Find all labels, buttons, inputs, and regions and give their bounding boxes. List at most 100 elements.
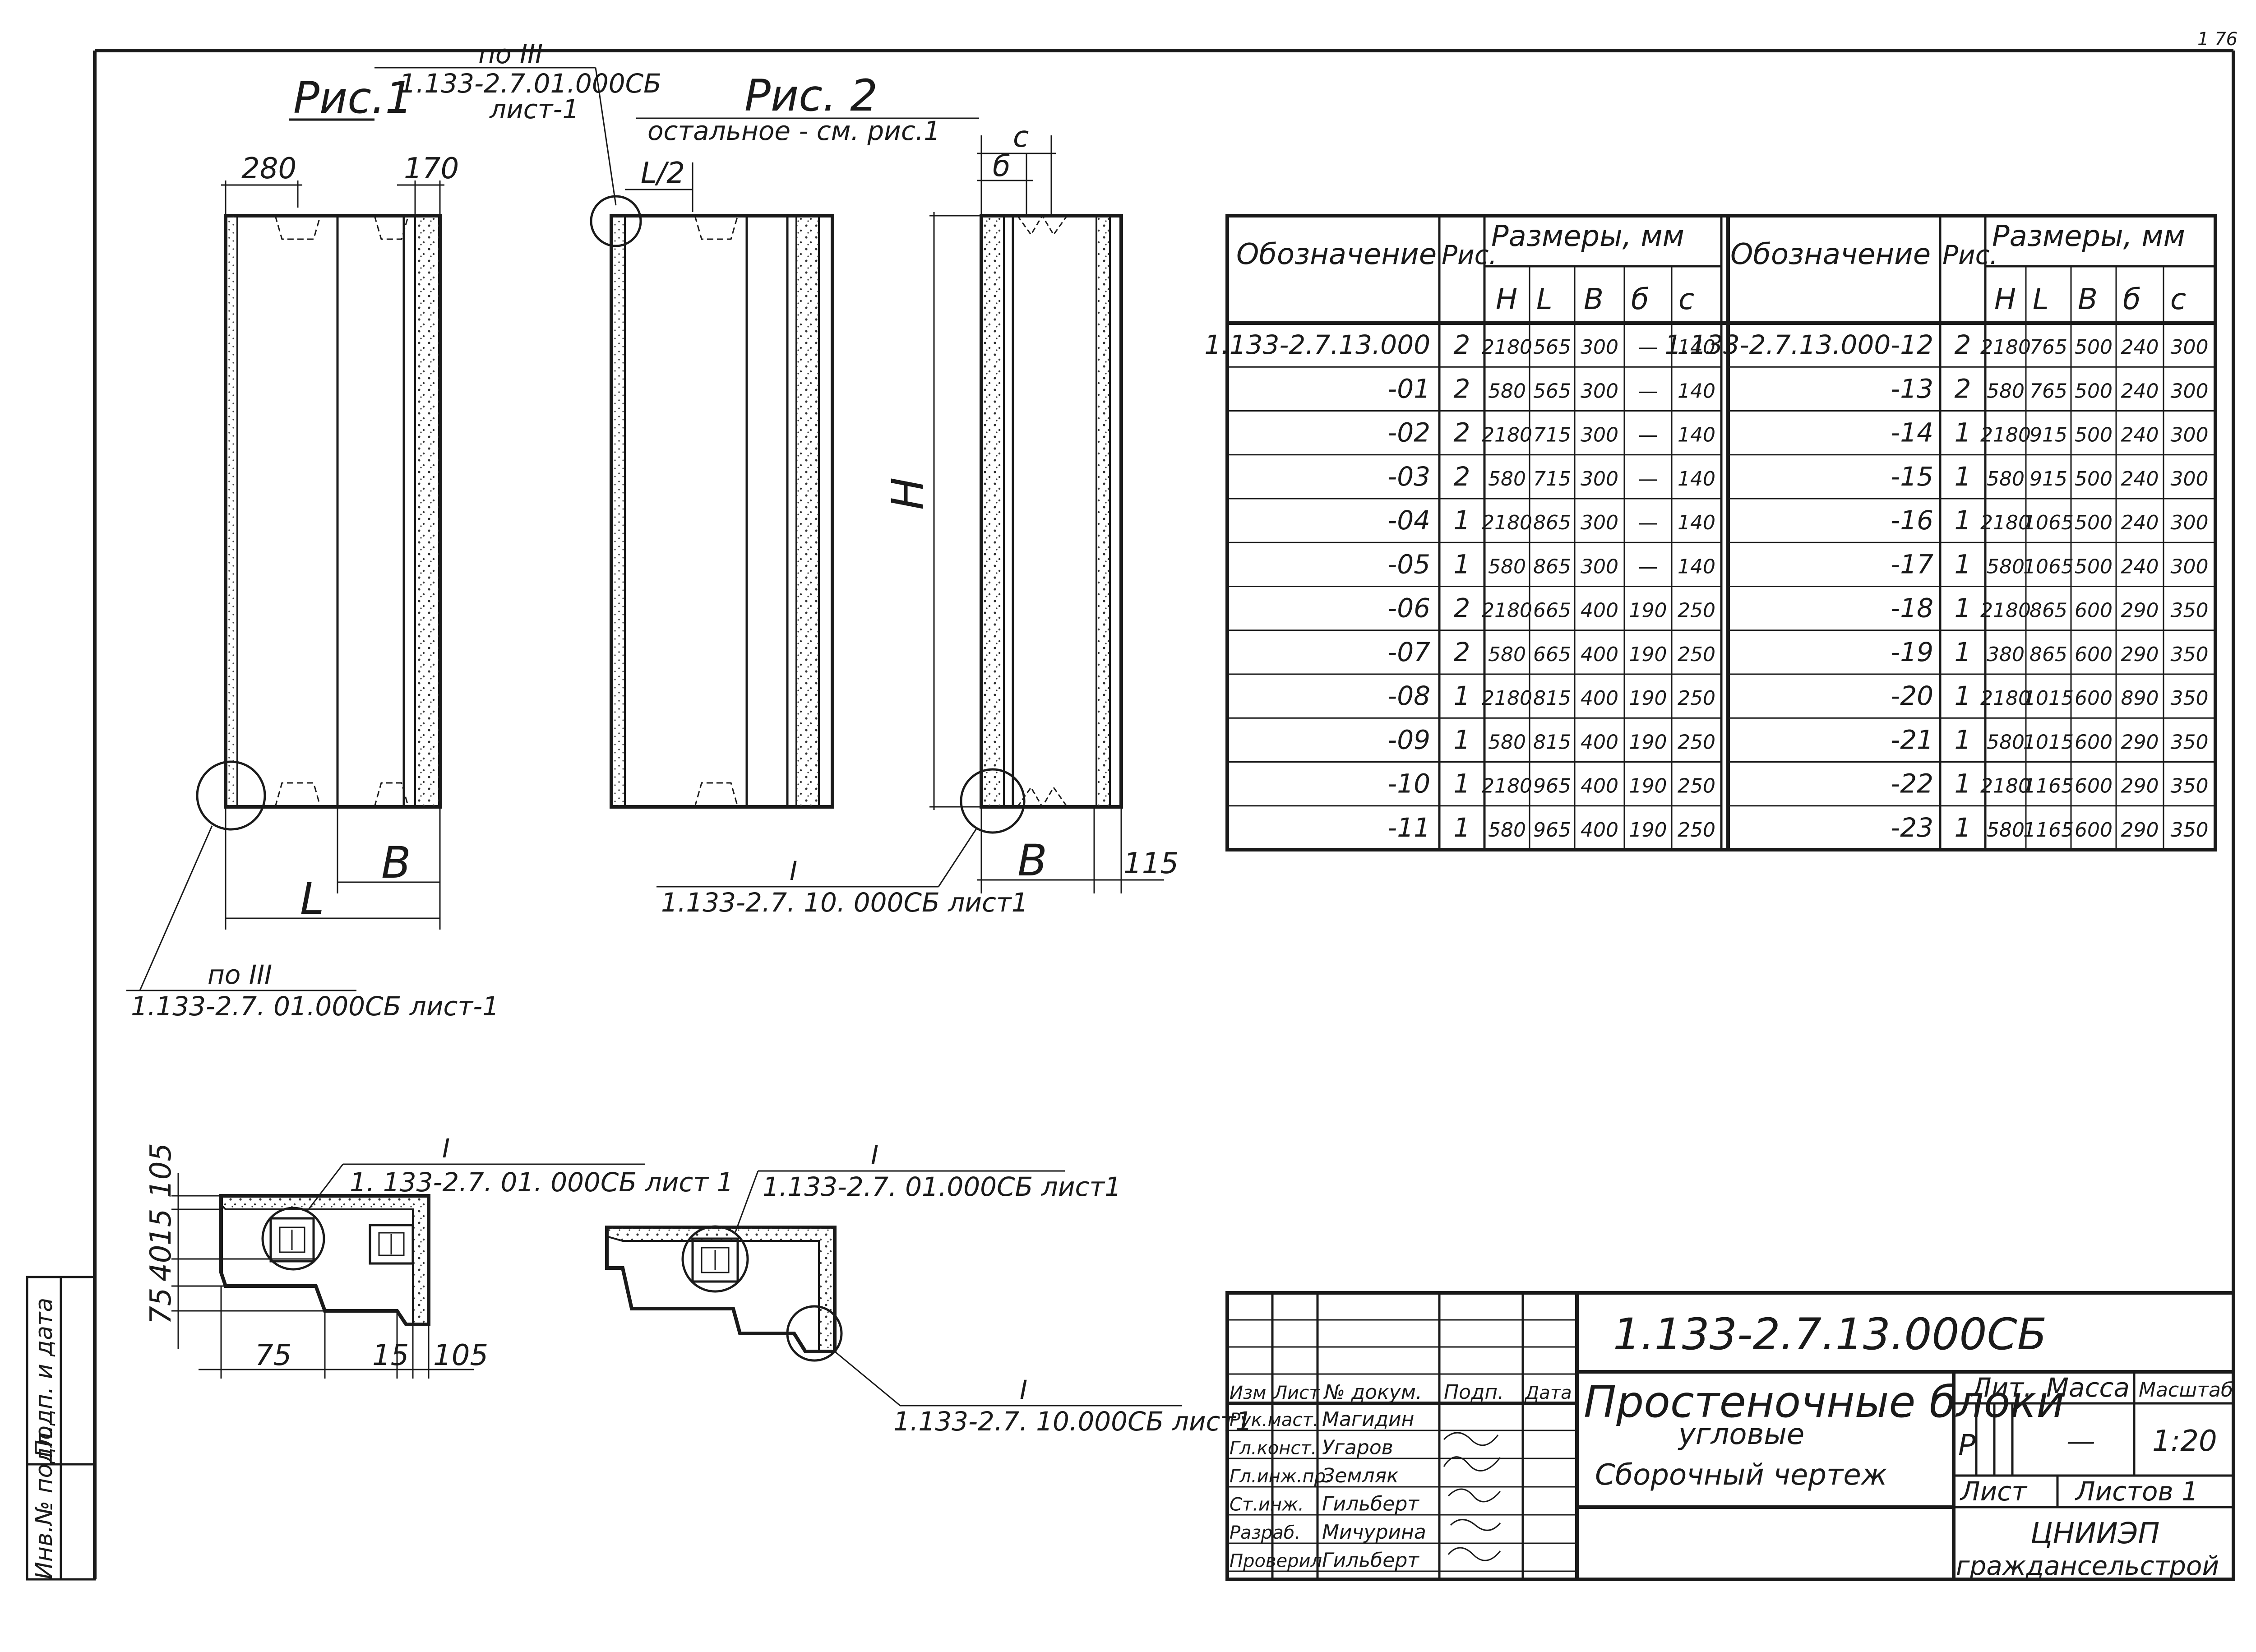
cell-size-right: 600	[2075, 687, 2113, 710]
cell-designation-left: -07	[1387, 637, 1430, 667]
tb-person-name: Угаров	[1322, 1436, 1393, 1459]
fig1-detail-circle	[196, 760, 266, 831]
cell-size-right: 890	[2121, 687, 2159, 710]
cell-size-right: 765	[2029, 336, 2067, 359]
th-H-left: H	[1496, 283, 1517, 316]
th-sizes-right: Размеры, мм	[1992, 220, 2185, 253]
ref6-mark: I	[1020, 1374, 1027, 1405]
signature-4	[1450, 1519, 1501, 1531]
cell-fig-right: 1	[1955, 724, 1971, 755]
cell-designation-left: -11	[1387, 812, 1430, 843]
cell-size-left: —	[1638, 555, 1658, 578]
cell-fig-left: 1	[1454, 768, 1470, 799]
fig2-note: остальное - см. рис.1	[647, 116, 940, 146]
cell-size-left: 190	[1629, 687, 1667, 710]
tb-person-name: Земляк	[1322, 1464, 1399, 1487]
cell-size-left: 140	[1678, 424, 1715, 447]
cell-size-right: 865	[2029, 643, 2067, 666]
th-fig-left: Рис.	[1442, 240, 1497, 270]
cell-size-right: 2180	[1980, 424, 2031, 447]
cell-fig-right: 1	[1955, 812, 1971, 843]
section2-detail-circle-1	[681, 1225, 749, 1293]
cell-size-left: —	[1638, 379, 1658, 403]
cell-size-right: 500	[2075, 555, 2113, 578]
ref3-mark: I	[790, 856, 797, 886]
cell-size-right: 290	[2121, 643, 2159, 666]
ref1-text: 1.133-2.7.01.000СБ	[399, 68, 661, 99]
sec-dim-105a: 105	[144, 1143, 178, 1198]
side-stamp-sign-date: Подп. и дата	[31, 1298, 58, 1458]
cell-size-left: 815	[1533, 731, 1571, 754]
cell-fig-right: 2	[1955, 329, 1971, 360]
signature-2	[1443, 1456, 1501, 1472]
cell-designation-right: -18	[1891, 593, 1933, 624]
dim-B-fig1: B	[381, 838, 411, 888]
th-fig-right: Рис.	[1942, 240, 1998, 270]
dim-B-fig2: B	[1017, 835, 1047, 886]
ref4-text: 1. 133-2.7. 01. 000СБ лист 1	[350, 1167, 733, 1198]
cell-fig-left: 2	[1454, 637, 1470, 667]
cell-size-right: 500	[2075, 467, 2113, 491]
cell-size-right: 300	[2171, 379, 2209, 403]
cell-size-left: 580	[1488, 643, 1526, 666]
cell-size-right: 350	[2171, 819, 2209, 842]
cell-size-left: 250	[1678, 819, 1715, 842]
cell-size-right: 580	[1987, 731, 2025, 754]
ref1-mark: по III	[478, 39, 543, 69]
cell-fig-left: 2	[1454, 593, 1470, 624]
th-designation-left: Обозначение	[1236, 238, 1437, 271]
sec-dim-15b: 15	[372, 1339, 409, 1372]
tb-col-izm: Изм	[1230, 1383, 1266, 1403]
cell-fig-right: 1	[1955, 417, 1971, 448]
cell-size-left: 140	[1678, 467, 1715, 491]
cell-designation-left: 1.133-2.7.13.000	[1204, 329, 1430, 360]
tb-org-2: граждансельстрой	[1956, 1550, 2219, 1581]
cell-size-left: 300	[1581, 336, 1618, 359]
th-L-left: L	[1536, 283, 1553, 316]
cell-fig-left: 2	[1454, 417, 1470, 448]
cell-size-right: 300	[2171, 336, 2209, 359]
cell-size-left: 2180	[1482, 775, 1532, 798]
cell-size-right: 580	[1987, 819, 2025, 842]
cell-size-right: 350	[2171, 643, 2209, 666]
tb-mass-label: Масса	[2046, 1372, 2130, 1403]
cell-size-right: 300	[2171, 511, 2209, 534]
cell-designation-right: -23	[1891, 812, 1933, 843]
cell-size-right: 300	[2171, 555, 2209, 578]
cell-fig-left: 1	[1454, 812, 1470, 843]
cell-size-right: 915	[2029, 424, 2067, 447]
title-block: Изм Лист № докум. Подп. Дата Рук.маст.Ма…	[1225, 1291, 2235, 1581]
tb-role: Ст.инж.	[1230, 1495, 1304, 1515]
section-1: I 1. 133-2.7. 01. 000СБ лист 1 105 15 40…	[144, 1133, 733, 1379]
cell-size-right: 500	[2075, 424, 2113, 447]
tb-role: Гл.конст.	[1230, 1438, 1317, 1459]
tb-lit-value: Р	[1958, 1429, 1976, 1462]
cell-size-left: 400	[1581, 643, 1618, 666]
cell-size-left: 715	[1533, 467, 1571, 491]
dim-115: 115	[1123, 847, 1179, 880]
dim-170: 170	[404, 152, 459, 185]
cell-designation-left: -09	[1387, 724, 1430, 755]
tb-doc-code: 1.133-2.7.13.000СБ	[1613, 1309, 2047, 1360]
cell-size-right: 600	[2075, 599, 2113, 622]
ref-top: по III 1.133-2.7.01.000СБ лист-1	[374, 39, 661, 206]
cell-designation-right: -15	[1891, 461, 1933, 492]
cell-designation-right: -17	[1891, 549, 1933, 579]
cell-designation-left: -02	[1387, 417, 1430, 448]
cell-size-left: 300	[1581, 511, 1618, 534]
side-stamp: Подп. и дата Инв.№ подл.	[26, 1276, 96, 1581]
cell-size-left: 140	[1678, 336, 1715, 359]
cell-size-left: —	[1638, 336, 1658, 359]
cell-size-right: 240	[2121, 424, 2159, 447]
cell-size-left: 580	[1488, 731, 1526, 754]
cell-size-left: 250	[1678, 687, 1715, 710]
cell-size-left: 965	[1533, 775, 1571, 798]
cell-designation-right: -21	[1891, 724, 1933, 755]
th-b-left: б	[1631, 283, 1649, 316]
cell-size-left: 580	[1488, 379, 1526, 403]
cell-size-left: 250	[1678, 731, 1715, 754]
cell-fig-left: 1	[1454, 549, 1470, 579]
cell-size-left: 190	[1629, 775, 1667, 798]
cell-size-right: 290	[2121, 731, 2159, 754]
